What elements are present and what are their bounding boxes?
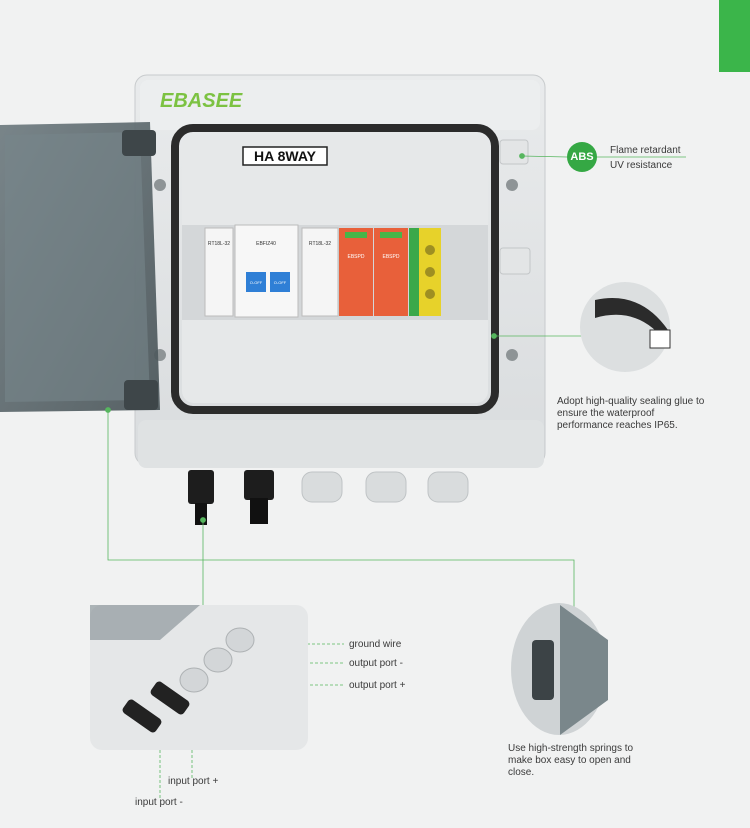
output-port-minus-label: output port -: [349, 658, 403, 669]
spring-callout-text: Use high-strength springs to make box ea…: [508, 743, 634, 778]
input-port-minus-label: input port -: [135, 797, 183, 808]
breaker-switch-text-2: O-OFF: [274, 280, 287, 285]
abs-line-2: UV resistance: [610, 160, 673, 171]
abs-badge: ABS: [567, 142, 597, 172]
green-corner-tab: [719, 0, 750, 72]
seal-closeup-circle: [580, 282, 671, 372]
transparent-door: [0, 122, 160, 412]
abs-line-1: Flame retardant: [610, 145, 681, 156]
ground-wire-label: ground wire: [349, 639, 402, 650]
output-port-plus-label: output port +: [349, 680, 406, 691]
brand-logo: EBASEE: [160, 90, 243, 112]
device-label-3: RT18L-32: [309, 241, 331, 247]
device-label-1: RT18L-32: [208, 241, 230, 247]
input-port-plus-label: input port +: [168, 776, 219, 787]
device-label-4: EBSPD: [348, 254, 365, 260]
bottom-connectors: [188, 470, 469, 525]
device-label-2: EBFIZ40: [256, 241, 276, 247]
box-label: HA 8WAY: [254, 148, 317, 164]
spring-closeup-circle: [511, 603, 608, 735]
device-label-5: EBSPD: [383, 254, 400, 260]
breaker-switch-text-1: O-OFF: [250, 280, 263, 285]
din-devices: [204, 224, 441, 318]
callout-lines: [105, 153, 686, 610]
seal-callout-text: Adopt high-quality sealing glue to ensur…: [557, 396, 705, 431]
ports-inset-photo: [90, 605, 308, 750]
